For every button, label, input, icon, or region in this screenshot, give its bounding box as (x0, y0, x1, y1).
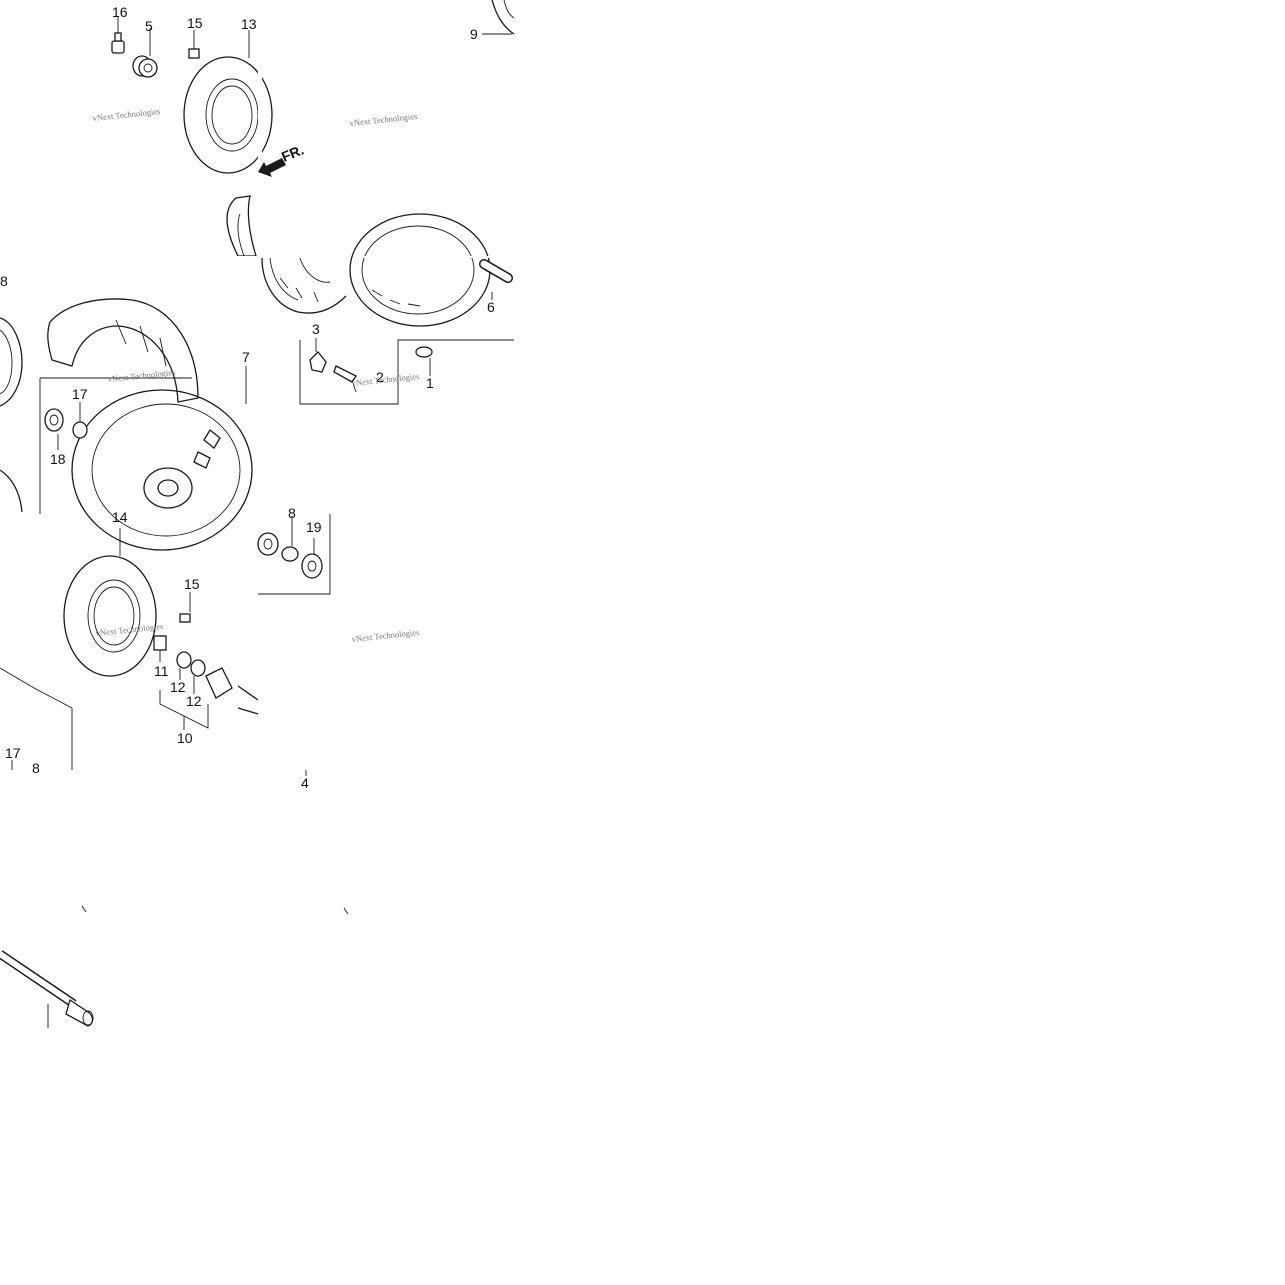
group-bracket-7 (39, 377, 192, 514)
callout-2: 2 (376, 369, 384, 385)
callout-7: 7 (242, 349, 250, 365)
callout-10: 10 (177, 730, 193, 746)
callout-15-top: 15 (187, 15, 203, 31)
callout-9: 9 (470, 26, 478, 42)
part-seal-17-top (72, 402, 88, 439)
part-valve-2 (333, 365, 357, 393)
callout-8-middle: 8 (288, 505, 296, 521)
watermark-1: vNext Technologies (92, 106, 161, 123)
callout-15-bottom: 15 (184, 576, 200, 592)
callout-4: 4 (301, 775, 309, 791)
callout-19: 19 (306, 519, 322, 535)
watermark-6: vNext Technologies (351, 627, 420, 644)
callout-13: 13 (241, 16, 257, 32)
panel-middle-left: 8 7 17 18 vNext Technologies (0, 256, 258, 551)
part-cap-1 (415, 346, 433, 376)
callout-12-right: 12 (186, 693, 202, 709)
panel-bottom (0, 905, 349, 1028)
callout-5: 5 (145, 18, 153, 34)
part-valve-3 (309, 338, 327, 373)
panel-top-left: FR. 16 5 15 13 9 vNext Technologies vNex… (92, 0, 515, 257)
callout-8-bottom: 8 (32, 760, 40, 776)
callout-8-top: 8 (0, 273, 8, 289)
part-brake-disc-13 (183, 30, 273, 174)
part-wheel-rim (71, 389, 253, 551)
part-tire-fragment (226, 195, 257, 257)
callout-17-top: 17 (72, 386, 88, 402)
part-bolt-16 (111, 16, 125, 54)
front-direction-arrow: FR. (258, 141, 306, 177)
panel-middle: 14 8 19 15 11 12 12 10 17 8 4 vNext Tech… (0, 505, 420, 791)
part-bolt-15-top (188, 30, 200, 59)
callout-18: 18 (50, 451, 66, 467)
part-pin-6 (479, 259, 513, 300)
callout-3: 3 (312, 321, 320, 337)
watermark-4: vNext Technologies (107, 367, 176, 384)
part-9 (482, 0, 515, 35)
callout-1: 1 (426, 375, 434, 391)
part-brake-disc-14 (63, 528, 157, 677)
callout-11: 11 (154, 663, 169, 679)
callout-14: 14 (112, 509, 128, 525)
part-tire-7 (47, 298, 199, 403)
watermark-3: vNext Technologies (351, 371, 420, 388)
callout-17-bottom: 17 (5, 745, 21, 761)
part-bearing-18 (44, 408, 64, 450)
front-direction-label: FR. (279, 141, 306, 164)
part-wheel-rim-fragment (349, 213, 491, 327)
panel-top-right: 6 3 2 1 vNext Technologies (261, 213, 514, 405)
callout-16: 16 (112, 4, 128, 20)
part-axle (0, 950, 94, 1028)
part-collar-5 (132, 28, 158, 78)
part-bearing-19-group (257, 514, 331, 595)
part-bolt-15-bottom (179, 592, 191, 623)
group-bracket-1-3 (299, 339, 514, 405)
watermark-2: vNext Technologies (349, 111, 418, 128)
callout-12-left: 12 (170, 679, 186, 695)
part-hub-spacer-group (153, 635, 259, 730)
callout-6: 6 (487, 299, 495, 315)
